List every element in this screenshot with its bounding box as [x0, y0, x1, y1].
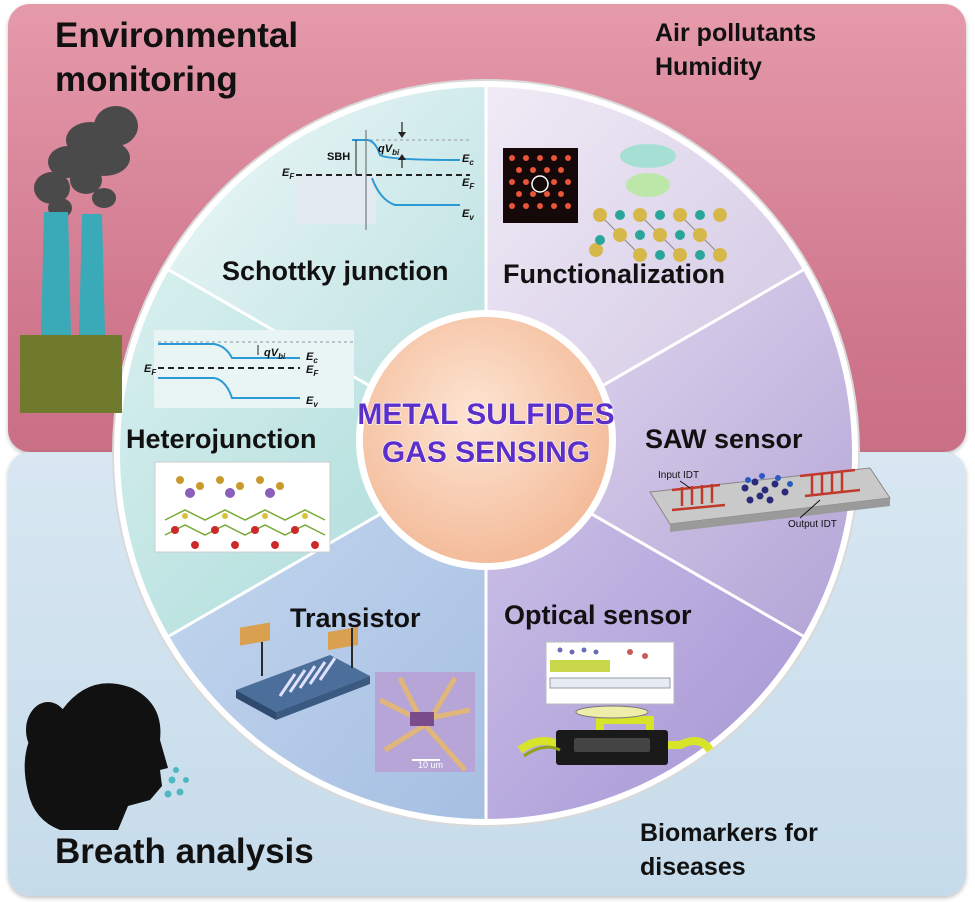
molecule-structure [589, 144, 727, 262]
svg-text:Ev: Ev [462, 208, 474, 222]
air-pollutants-label: Air pollutants [655, 19, 817, 47]
svg-text:qVbi: qVbi [378, 143, 400, 157]
scale-bar-label: 10 um [418, 760, 443, 770]
schottky-band-diagram: SBH qVbi EF Ec EF Ev [282, 122, 475, 230]
biomarkers-label-line2: diseases [640, 853, 746, 881]
svg-text:SBH: SBH [327, 151, 350, 163]
environmental-heading-line1: Environmental [55, 16, 299, 55]
svg-text:EF: EF [462, 177, 475, 191]
heterojunction-structure-image [154, 461, 331, 553]
optical-sensor-label: Optical sensor [504, 600, 692, 630]
heterojunction-band-diagram: qVbi EF Ec EF Ev [144, 330, 356, 409]
biomarkers-label-line1: Biomarkers for [640, 819, 818, 847]
optical-sensor-image [517, 641, 714, 765]
schottky-junction-label: Schottky junction [222, 256, 449, 286]
svg-text:EF: EF [282, 167, 295, 181]
svg-text:EF: EF [306, 364, 319, 378]
breath-analysis-heading: Breath analysis [55, 832, 314, 871]
factory-icon [20, 106, 138, 413]
segment-optical-sensor [486, 453, 803, 820]
functionalization-images [503, 144, 727, 262]
title-line1: METAL SULFIDES [357, 398, 614, 431]
transistor-micrograph: 10 um [375, 672, 475, 772]
saw-sensor-label: SAW sensor [645, 424, 803, 454]
functionalization-label: Functionalization [503, 259, 725, 289]
center-disk [363, 317, 609, 563]
svg-text:Ev: Ev [306, 395, 318, 409]
svg-text:qVbi: qVbi [264, 347, 286, 361]
svg-text:EF: EF [144, 363, 157, 377]
humidity-label: Humidity [655, 53, 762, 81]
svg-text:Ec: Ec [306, 351, 318, 365]
segment-saw-sensor [486, 270, 853, 636]
environmental-heading-line2: monitoring [55, 60, 238, 99]
svg-text:Ec: Ec [462, 153, 474, 167]
head-silhouette-icon [24, 683, 189, 830]
heterojunction-label: Heterojunction [126, 424, 317, 454]
transistor-device-image [236, 622, 370, 720]
title-line2: GAS SENSING [382, 436, 590, 469]
saw-output-idt-label: Output IDT [788, 519, 837, 530]
saw-device-image: Input IDT Output IDT [649, 467, 891, 532]
saw-input-idt-label: Input IDT [658, 470, 699, 481]
